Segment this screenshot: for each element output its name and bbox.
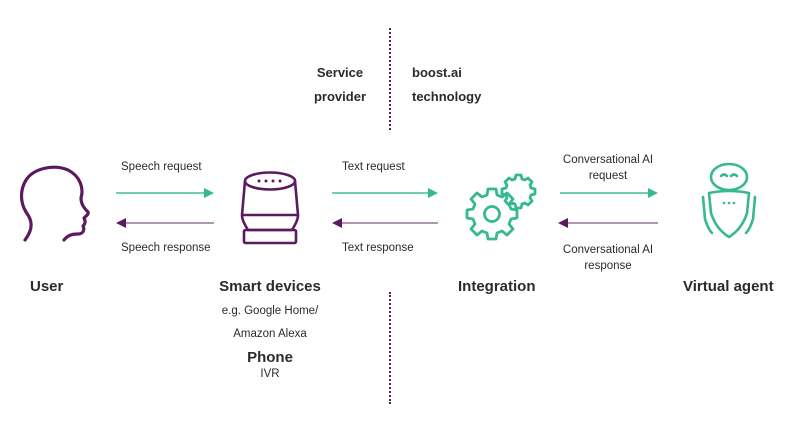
gears-icon [465, 173, 537, 241]
human-head-icon [19, 165, 90, 242]
text-response-arrow [332, 218, 438, 228]
smart-speaker-icon [240, 171, 300, 245]
conversational-request-arrow [560, 188, 658, 198]
conversational-response-line2: response [584, 260, 632, 272]
divider-top [389, 28, 393, 130]
service-provider-line1: Service [316, 65, 364, 80]
divider-bottom [389, 292, 393, 404]
boost-technology-line1: boost.ai [412, 65, 462, 80]
speech-response-label: Speech response [121, 242, 211, 254]
conversational-response-line1: Conversational AI [562, 244, 654, 256]
smart-devices-sub2: Amazon Alexa [233, 328, 307, 340]
speech-response-arrow [116, 218, 214, 228]
service-provider-label: Service provider [300, 61, 380, 109]
smart-devices-label: Smart devices [219, 278, 321, 295]
integration-label: Integration [458, 278, 536, 295]
text-request-label: Text request [342, 161, 405, 173]
virtual-agent-label: Virtual agent [683, 278, 774, 295]
text-request-arrow [332, 188, 438, 198]
phone-label: Phone [247, 349, 293, 366]
conversational-response-label: Conversational AI response [548, 242, 668, 274]
smart-devices-sub1: e.g. Google Home/ [221, 305, 319, 317]
robot-icon [701, 162, 757, 239]
speech-request-arrow [116, 188, 214, 198]
text-response-label: Text response [342, 242, 414, 254]
conversational-request-label: Conversational AI request [548, 152, 668, 184]
speech-request-label: Speech request [121, 161, 202, 173]
service-provider-line2: provider [313, 89, 366, 104]
conversational-request-line1: Conversational AI [562, 154, 654, 166]
user-label: User [30, 278, 64, 295]
conversational-response-arrow [558, 218, 658, 228]
smart-devices-block: Smart devices e.g. Google Home/ Amazon A… [200, 278, 340, 380]
ivr-label: IVR [260, 368, 280, 380]
conversational-request-line2: request [588, 170, 628, 182]
boost-technology-label: boost.ai technology [412, 61, 481, 109]
boost-technology-line2: technology [412, 89, 482, 104]
